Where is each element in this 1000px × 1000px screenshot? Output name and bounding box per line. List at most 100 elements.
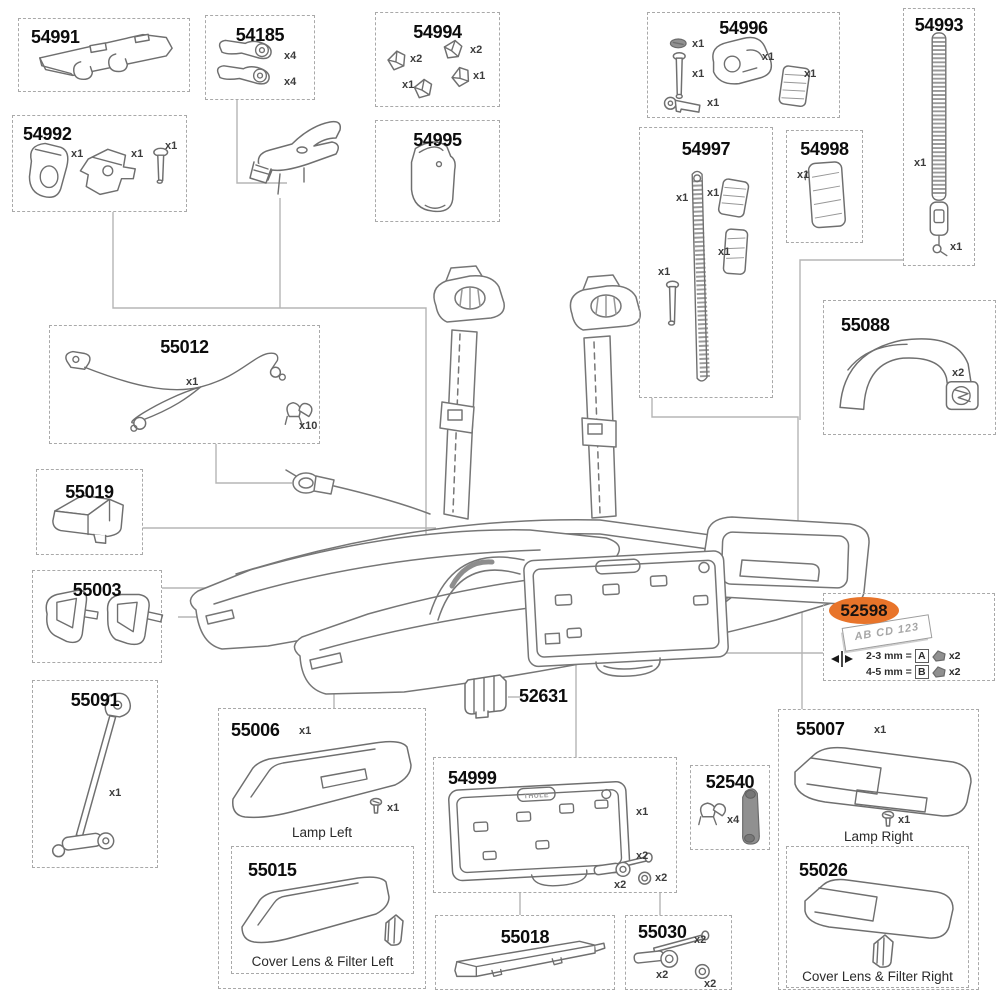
qty-label: x1 — [299, 725, 312, 737]
lock-knob-kit-art — [663, 36, 811, 113]
lever-parts-art — [216, 39, 272, 85]
part-box-55026: 55026 Cover Lens & Filter Right — [786, 846, 969, 988]
qty-label: x1 — [186, 376, 199, 388]
rail-beam-art — [454, 940, 606, 978]
size-label: 2-3 mm = — [866, 650, 912, 662]
qty-label: x1 — [658, 266, 671, 278]
lamp-left-art — [232, 740, 412, 819]
part-box-55091: 55091 x1 — [32, 680, 158, 868]
screw-icon — [881, 810, 895, 827]
screw-icon — [369, 797, 383, 814]
wheel-skewer-art — [51, 692, 132, 858]
qty-label: x10 — [299, 420, 318, 432]
size-row-b: 4-5 mm = B x2 — [866, 665, 961, 679]
lamp-right-art — [794, 746, 972, 817]
filter-piece-art — [384, 914, 404, 946]
part-caption: Cover Lens & Filter Right — [802, 969, 953, 984]
qty-label: x1 — [692, 68, 705, 80]
part-box-55003: 55003 — [32, 570, 164, 663]
qty-label: x2 — [614, 879, 627, 891]
qty-label: x1 — [874, 724, 887, 736]
grille-pad-art — [804, 161, 846, 229]
bike-carrier-art — [189, 265, 870, 695]
qty-label: x1 — [898, 814, 911, 826]
qty-label: x4 — [727, 814, 740, 826]
bracket-52631-art — [464, 674, 507, 719]
part-number-54991: 54991 — [31, 27, 80, 47]
part-number-54998: 54998 — [800, 139, 849, 159]
qty-label: x1 — [950, 241, 963, 253]
part-box-54997: 54997 x1 x1 x1 x1 — [639, 127, 773, 398]
qty-label: x1 — [387, 802, 400, 814]
qty-label: x4 — [284, 76, 297, 88]
part-number-54992: 54992 — [23, 124, 72, 144]
part-number-55003: 55003 — [72, 580, 122, 600]
part-number-54995: 54995 — [413, 130, 462, 150]
part-caption: Lamp Right — [843, 829, 914, 844]
qty-label: x1 — [797, 169, 810, 181]
part-number-55019: 55019 — [65, 482, 114, 502]
part-box-54991: 54991 — [18, 18, 190, 92]
part-number-55030: 55030 — [638, 922, 687, 942]
qty-label: x2 — [704, 978, 717, 990]
frame-holder-pair-art — [45, 589, 164, 646]
part-box-55088: 55088 x2 — [823, 300, 996, 435]
strap-kit-art — [665, 170, 750, 382]
bracket-pair-art — [28, 142, 169, 199]
strap-art — [929, 32, 949, 257]
qty-label: x1 — [707, 97, 720, 109]
thickness-arrows-icon — [831, 651, 853, 667]
qty-label: x2 — [655, 872, 668, 884]
qty-label: x2 — [952, 367, 965, 379]
qty-label: x1 — [473, 70, 486, 82]
qty-label: x1 — [402, 79, 415, 91]
part-number-54996: 54996 — [719, 18, 768, 38]
handle-art — [839, 338, 979, 411]
qty-label: x1 — [692, 38, 705, 50]
part-number-55026: 55026 — [799, 860, 848, 880]
part-number-55091: 55091 — [70, 690, 120, 710]
clip-icon — [932, 650, 946, 662]
part-number-55006: 55006 — [231, 720, 280, 740]
clip-strap-art — [698, 788, 760, 845]
part-box-55012: 55012 x1 x10 — [49, 325, 320, 444]
part-number-54993: 54993 — [914, 15, 964, 35]
qty-label: x1 — [804, 68, 817, 80]
clamp-lever-art — [249, 120, 342, 195]
qty-label: x2 — [948, 666, 961, 678]
part-box-55030: 55030 x2 x2 x2 — [625, 915, 732, 990]
highlighted-part-badge[interactable]: 52598 — [829, 597, 899, 624]
part-number-55018: 55018 — [500, 927, 550, 947]
qty-label: x2 — [694, 934, 707, 946]
part-number-54999: 54999 — [448, 768, 497, 788]
qty-label: x1 — [718, 246, 731, 258]
wedge-block-art — [52, 494, 124, 544]
size-row-a: 2-3 mm = A x2 — [866, 649, 961, 663]
cover-lens-right-art — [804, 878, 954, 939]
part-box-55007: 55007 x1 x1 Lamp Right 55026 Cover Lens … — [778, 709, 979, 990]
qty-label: x1 — [165, 140, 178, 152]
filter-piece-art — [872, 934, 894, 968]
wiring-harness-art — [65, 350, 313, 432]
part-box-52540: 52540 x4 — [690, 765, 770, 850]
part-box-54992: 54992 x1 x1 x1 — [12, 115, 187, 212]
part-number-54997: 54997 — [681, 139, 731, 159]
qty-label: x1 — [762, 51, 775, 63]
part-box-54185: 54185 x4 x4 — [205, 15, 315, 100]
part-box-55015: 55015 Cover Lens & Filter Left — [231, 846, 414, 974]
part-caption: Lamp Left — [291, 825, 353, 840]
qty-label: x1 — [676, 192, 689, 204]
part-box-54994: 54994 x2 x2 x1 x1 — [375, 12, 500, 107]
part-number-55088: 55088 — [841, 315, 890, 335]
size-code-b: B — [914, 665, 929, 679]
end-cap-art — [410, 141, 456, 213]
part-number-55012: 55012 — [160, 337, 209, 357]
qty-label: x2 — [948, 650, 961, 662]
part-box-54995: 54995 — [375, 120, 500, 222]
part-box-52598: 52598 AB CD 123 2-3 mm = A x2 4-5 mm = B… — [823, 593, 995, 681]
qty-label: x4 — [284, 50, 297, 62]
qty-label: x1 — [636, 806, 649, 818]
part-number-55015: 55015 — [248, 860, 297, 880]
clip-set-art — [387, 39, 470, 99]
